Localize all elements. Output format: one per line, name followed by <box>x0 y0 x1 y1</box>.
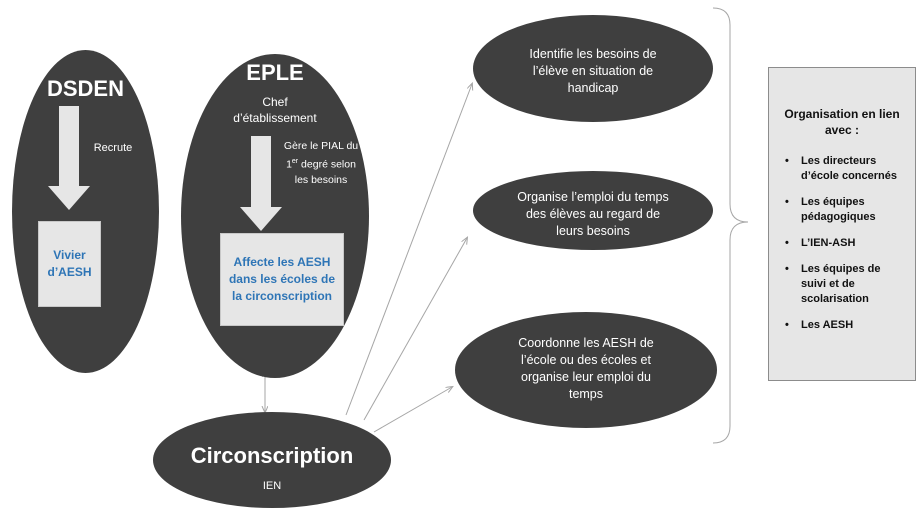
right-brace <box>712 7 749 444</box>
circonscription-title: Circonscription <box>190 443 354 468</box>
organisation-item: •Les AESH <box>785 319 854 331</box>
eple-subtitle-line2: d’établissement <box>233 111 317 125</box>
connector-to-mission-3 <box>373 387 452 433</box>
vivier-box: Vivier d’AESH <box>38 221 101 307</box>
organisation-item: •Les équipes de suivi et de scolarisatio… <box>785 263 881 305</box>
eple-title: EPLE <box>246 60 304 85</box>
dsden-title: DSDEN <box>46 76 124 101</box>
dsden-ellipse <box>12 50 159 373</box>
eple-arrow-head <box>240 207 282 231</box>
affecte-label: Affecte les AESH dans les écoles de la c… <box>228 255 336 303</box>
organisation-item: •L’IEN-ASH <box>785 237 856 249</box>
eple-arrow-label: Gère le PIAL du 1er degré selon les beso… <box>278 139 364 188</box>
mission-ellipse-2 <box>473 171 713 250</box>
mission-text-1: Identifie les besoins de l’élève en situ… <box>529 47 657 95</box>
eple-subtitle-line1: Chef <box>262 95 288 109</box>
organisation-list: •Les directeurs d’école concernés •Les é… <box>779 154 905 333</box>
connector-to-mission-1 <box>345 84 472 416</box>
affecte-box: Affecte les AESH dans les écoles de la c… <box>220 233 344 326</box>
mission-ellipse-1 <box>473 15 713 122</box>
circonscription-subtitle: IEN <box>262 480 282 492</box>
eple-arrow-label-line2: 1er degré selon <box>286 158 356 171</box>
vivier-label: Vivier d’AESH <box>47 248 92 279</box>
organisation-box: Organisation en lien avec : •Les directe… <box>768 67 916 381</box>
dsden-arrow-shaft <box>59 106 79 186</box>
eple-subtitle: Chef d’établissement <box>181 94 369 126</box>
eple-arrow-label-line1: Gère le PIAL du <box>283 140 359 152</box>
circonscription-ellipse <box>153 412 391 508</box>
dsden-arrow-head <box>48 186 90 210</box>
connector-to-mission-2 <box>363 238 467 421</box>
mission-text-3: Coordonne les AESH de l’école ou des éco… <box>518 336 654 401</box>
mission-ellipse-3 <box>455 312 717 428</box>
eple-arrow-shaft <box>251 136 271 207</box>
organisation-item: •Les directeurs d’école concernés <box>785 155 897 182</box>
dsden-arrow-label: Recrute <box>93 142 133 154</box>
organisation-item: •Les équipes pédagogiques <box>785 196 876 223</box>
mission-text-2: Organise l’emploi du temps des élèves au… <box>517 190 669 238</box>
eple-arrow-label-line3: les besoins <box>294 173 348 186</box>
organisation-title: Organisation en lien avec : <box>784 107 900 137</box>
